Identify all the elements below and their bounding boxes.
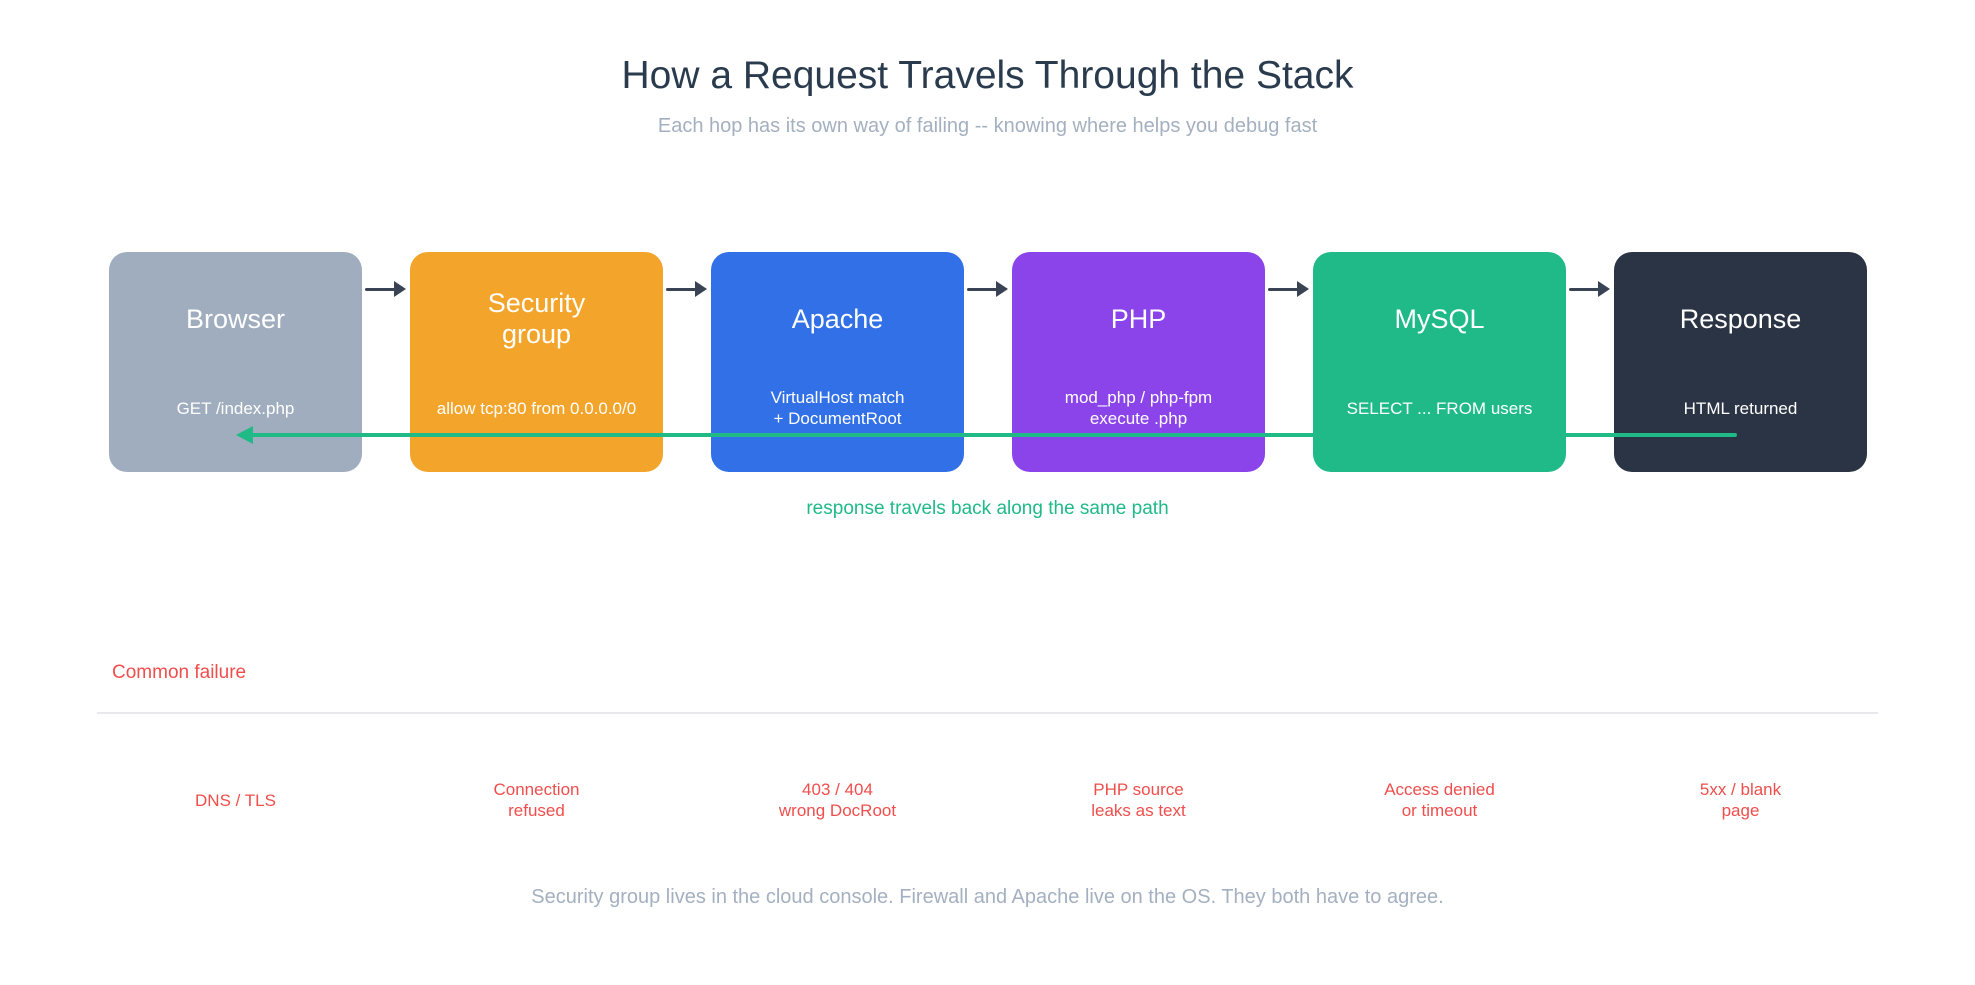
- flow-node-security-group: Security group allow tcp:80 from 0.0.0.0…: [410, 252, 663, 472]
- return-arrowhead-icon: [236, 426, 253, 444]
- flow-node-mysql: MySQL SELECT ... FROM users: [1313, 252, 1566, 472]
- failure-cell-response: 5xx / blank page: [1699, 780, 1782, 820]
- flow-node-detail: GET /index.php: [176, 398, 295, 418]
- forward-arrow-icon: [1268, 281, 1309, 297]
- footer-note: Security group lives in the cloud consol…: [531, 886, 1444, 908]
- flow-node-detail: HTML returned: [1683, 398, 1798, 418]
- flow-node-label: PHP: [1110, 303, 1167, 334]
- forward-arrow-icon: [967, 281, 1008, 297]
- forward-arrow-icon: [365, 281, 406, 297]
- page-title: How a Request Travels Through the Stack: [621, 54, 1354, 97]
- flow-node-label: Security group: [487, 288, 586, 349]
- flow-node-detail: VirtualHost match + DocumentRoot: [770, 388, 905, 428]
- failure-row-heading: Common failure: [112, 662, 247, 683]
- return-path-caption: response travels back along the same pat…: [806, 498, 1169, 519]
- page-subtitle: Each hop has its own way of failing -- k…: [657, 115, 1318, 137]
- flow-node-label: Response: [1679, 303, 1802, 334]
- failure-cell-apache: 403 / 404 wrong DocRoot: [778, 780, 897, 820]
- divider-line: [97, 712, 1878, 714]
- flow-node-detail: SELECT ... FROM users: [1346, 398, 1533, 418]
- return-arrow-icon: [236, 426, 1737, 444]
- flow-node-response: Response HTML returned: [1614, 252, 1867, 472]
- failure-cell-mysql: Access denied or timeout: [1384, 780, 1495, 820]
- forward-arrow-icon: [666, 281, 707, 297]
- flow-node-apache: Apache VirtualHost match + DocumentRoot: [711, 252, 964, 472]
- flow-node-php: PHP mod_php / php-fpm execute .php: [1012, 252, 1265, 472]
- flow-node-label: Browser: [185, 303, 286, 334]
- failure-cell-security-group: Connection refused: [493, 780, 580, 820]
- failure-cell-browser: DNS / TLS: [195, 790, 276, 810]
- flow-node-detail: mod_php / php-fpm execute .php: [1064, 388, 1213, 428]
- flow-node-detail: allow tcp:80 from 0.0.0.0/0: [436, 398, 637, 418]
- flow-node-browser: Browser GET /index.php: [109, 252, 362, 472]
- failure-cell-php: PHP source leaks as text: [1091, 780, 1186, 820]
- forward-arrow-icon: [1569, 281, 1610, 297]
- flow-node-label: MySQL: [1394, 303, 1485, 334]
- flow-node-label: Apache: [791, 303, 884, 334]
